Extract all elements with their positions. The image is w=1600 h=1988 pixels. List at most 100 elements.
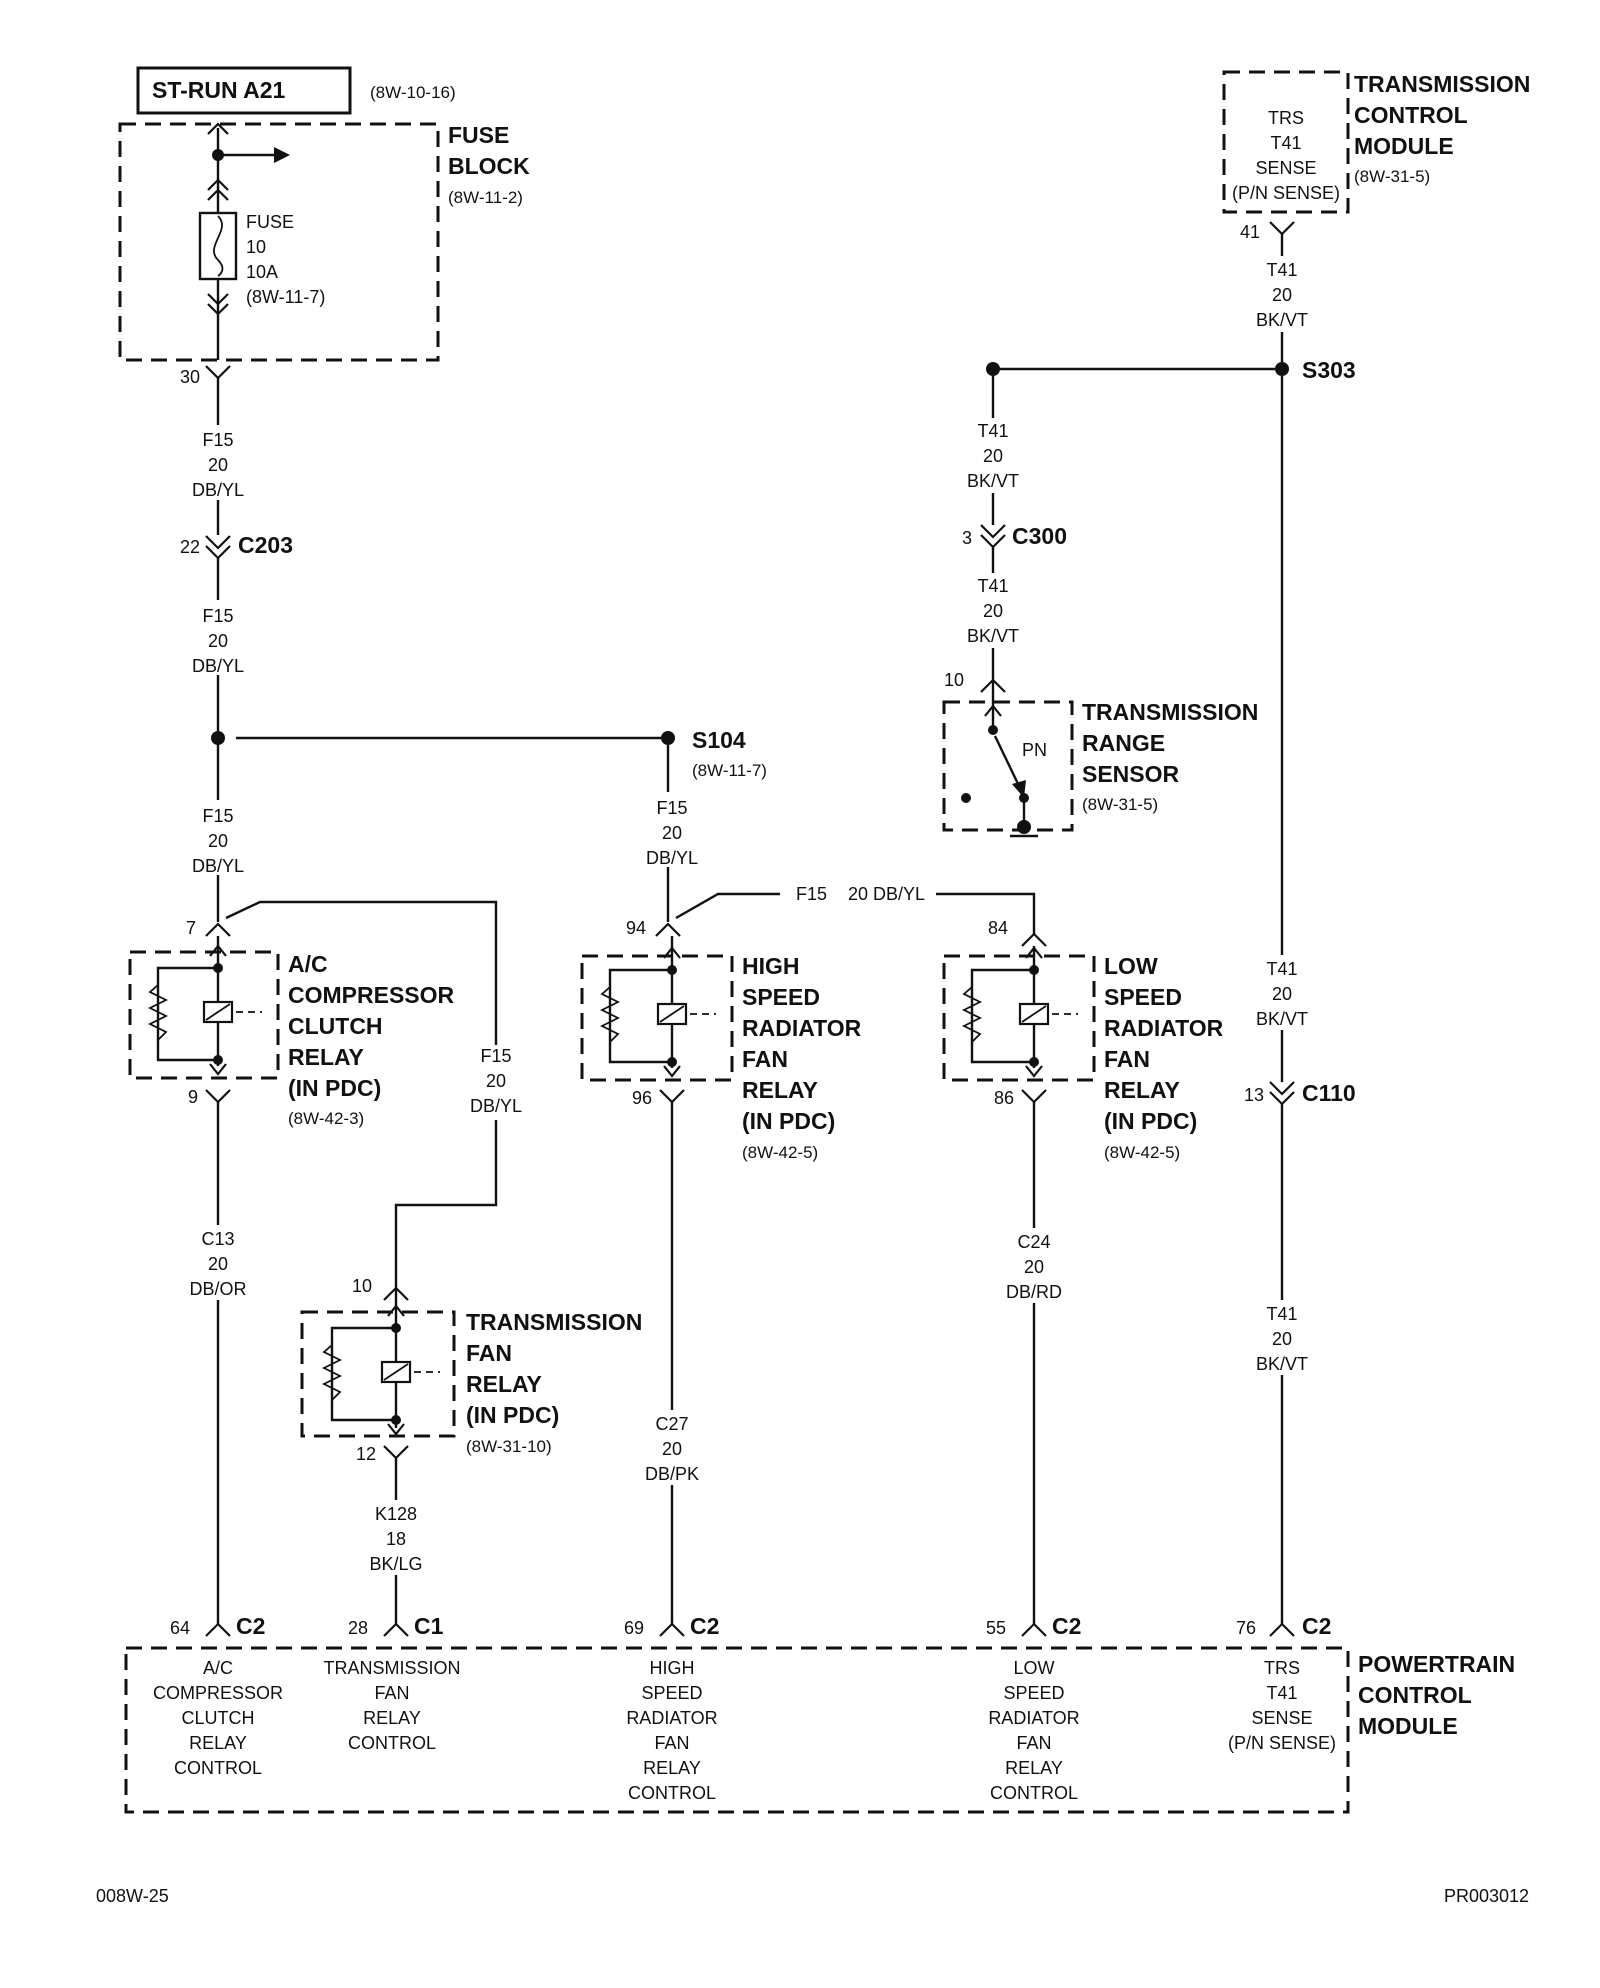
- ac-relay-node-bottom: [213, 1055, 223, 1065]
- hs-relay-coil-resistor: [599, 986, 621, 1043]
- ac-relay-title-4: RELAY: [288, 1044, 364, 1070]
- wire-t41-5-color: BK/VT: [1256, 1354, 1308, 1374]
- wire-f15-2-name: F15: [202, 606, 233, 626]
- ls-relay-title-4: FAN: [1104, 1046, 1150, 1072]
- wire-t41-2-name: T41: [977, 421, 1008, 441]
- header-box: [136, 66, 352, 115]
- footer-right-code: PR003012: [1444, 1886, 1529, 1906]
- tf-relay-chevron-top: [387, 1304, 405, 1317]
- ac-relay-coil-diag: [205, 1003, 231, 1021]
- ac-relay-node-top: [213, 963, 223, 973]
- wire-f15-5-color: DB/YL: [646, 848, 698, 868]
- ac-relay-chevron-bottom: [209, 1063, 227, 1076]
- c203-pin: 22: [180, 537, 200, 557]
- c110-connector-symbol: [1269, 1081, 1295, 1106]
- trs-switch-label: PN: [1022, 740, 1047, 760]
- pcm-title-1: POWERTRAIN: [1358, 1651, 1515, 1677]
- tf-relay-node-bottom: [391, 1415, 401, 1425]
- pcm-pin-28-chevron: [383, 1622, 409, 1637]
- splice-s104-name: S104: [692, 727, 746, 753]
- pcm-pin-64-conn: C2: [236, 1613, 265, 1639]
- tf-relay-node-top: [391, 1323, 401, 1333]
- pcm-pin-55-line-4: FAN: [1016, 1733, 1051, 1753]
- ls-relay-node-bottom: [1029, 1057, 1039, 1067]
- tcm-title-1: TRANSMISSION: [1354, 71, 1530, 97]
- wire-t41-3-color: BK/VT: [967, 626, 1019, 646]
- tf-relay-coil-resistor: [321, 1344, 343, 1401]
- wire-t41-3-name: T41: [977, 576, 1008, 596]
- hs-relay-title-6: (IN PDC): [742, 1108, 835, 1134]
- tf-relay-ref: (8W-31-10): [466, 1437, 552, 1456]
- ac-relay-title-2: COMPRESSOR: [288, 982, 455, 1008]
- wire-t41-2-gauge: 20: [983, 446, 1003, 466]
- pcm-pin-64-line-4: RELAY: [189, 1733, 247, 1753]
- fuse-label-1: FUSE: [246, 212, 294, 232]
- fuse-label-4: (8W-11-7): [246, 287, 325, 307]
- wire-k128-gauge: 18: [386, 1529, 406, 1549]
- hs-relay-pin-top: 94: [626, 918, 646, 938]
- wire-t41-1-gauge: 20: [1272, 285, 1292, 305]
- trs-pin: 10: [944, 670, 964, 690]
- pcm-pin-76-line-1: TRS: [1264, 1658, 1300, 1678]
- ls-relay-title-5: RELAY: [1104, 1077, 1180, 1103]
- wire-c24-name: C24: [1017, 1232, 1050, 1252]
- trs-title-1: TRANSMISSION: [1082, 699, 1258, 725]
- ac-relay-title-1: A/C: [288, 951, 328, 977]
- fuse-label-2: 10: [246, 237, 266, 257]
- fuse-block-outline: [118, 122, 440, 362]
- tf-relay-title-1: TRANSMISSION: [466, 1309, 642, 1335]
- pcm-title-2: CONTROL: [1358, 1682, 1472, 1708]
- tcm-inner-3: SENSE: [1255, 158, 1316, 178]
- tcm-inner-4: (P/N SENSE): [1232, 183, 1340, 203]
- wire-t41-4-color: BK/VT: [1256, 1009, 1308, 1029]
- tf-relay-title-3: RELAY: [466, 1371, 542, 1397]
- pcm-pin-28-line-2: FAN: [374, 1683, 409, 1703]
- pcm-pin-69-line-5: RELAY: [643, 1758, 701, 1778]
- ls-relay-title-3: RADIATOR: [1104, 1015, 1224, 1041]
- wire-f15-horizontal-jumper: [675, 892, 1036, 935]
- wire-c27-gauge: 20: [662, 1439, 682, 1459]
- tf-relay-pin-top-chevron: [383, 1286, 409, 1301]
- ls-relay-chevron-bottom: [1025, 1065, 1043, 1078]
- wire-f15-3-color: DB/YL: [192, 856, 244, 876]
- ac-relay-pin-bot: 9: [188, 1087, 198, 1107]
- wire-t41-4-name: T41: [1266, 959, 1297, 979]
- ls-relay-pin-top-chevron: [1021, 932, 1047, 947]
- pcm-pin-55-line-5: RELAY: [1005, 1758, 1063, 1778]
- trs-switch-arm: [993, 735, 1022, 789]
- wire-t41-2-color: BK/VT: [967, 471, 1019, 491]
- c203-connector-symbol: [205, 535, 231, 560]
- pcm-pin-64-line-3: CLUTCH: [181, 1708, 254, 1728]
- ac-relay-coil-resistor: [147, 984, 169, 1041]
- wire-c27-name: C27: [655, 1414, 688, 1434]
- pcm-pin-64-number: 64: [170, 1618, 190, 1638]
- wire-t41-1-name: T41: [1266, 260, 1297, 280]
- pcm-outline: [124, 1646, 1350, 1814]
- wire-f15-3-gauge: 20: [208, 831, 228, 851]
- wire-t41-5-gauge: 20: [1272, 1329, 1292, 1349]
- wire-t41-1-color: BK/VT: [1256, 310, 1308, 330]
- tf-relay-title-2: FAN: [466, 1340, 512, 1366]
- tf-relay-chevron-bottom: [387, 1423, 405, 1436]
- tcm-ref: (8W-31-5): [1354, 167, 1430, 186]
- wire-f15-3-name: F15: [202, 806, 233, 826]
- tf-relay-pin-top: 10: [352, 1276, 372, 1296]
- wire-f15-1-color: DB/YL: [192, 480, 244, 500]
- ac-relay-title-5: (IN PDC): [288, 1075, 381, 1101]
- tcm-pin: 41: [1240, 222, 1260, 242]
- tf-relay-title-4: (IN PDC): [466, 1402, 559, 1428]
- pcm-pin-28-line-3: RELAY: [363, 1708, 421, 1728]
- tcm-pin-chevron: [1269, 221, 1295, 236]
- wire-f15-4-name: F15: [480, 1046, 511, 1066]
- c300-pin: 3: [962, 528, 972, 548]
- pcm-pin-64-chevron: [205, 1622, 231, 1637]
- wire-f15-5-name: F15: [656, 798, 687, 818]
- footer-left-code: 008W-25: [96, 1886, 169, 1906]
- ac-relay-chevron-top: [209, 944, 227, 957]
- trs-node-open: [961, 793, 971, 803]
- trs-ground-dot: [1017, 820, 1031, 834]
- pcm-pin-55-conn: C2: [1052, 1613, 1081, 1639]
- fuse-label-3: 10A: [246, 262, 278, 282]
- header-ref: (8W-10-16): [370, 83, 456, 102]
- pcm-pin-69-line-4: FAN: [654, 1733, 689, 1753]
